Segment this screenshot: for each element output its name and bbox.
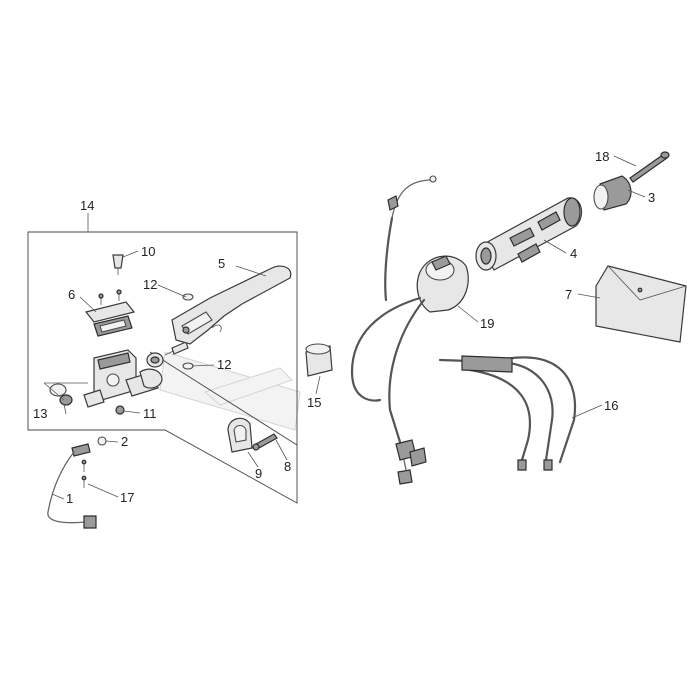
throttle-cable <box>384 175 437 302</box>
callout-2: 2 <box>121 434 128 449</box>
banjo-fitting <box>49 383 73 406</box>
throttle-grip <box>475 197 583 271</box>
handlebar-clamp <box>227 417 253 453</box>
callout-4: 4 <box>570 246 577 261</box>
brake-lever <box>171 265 292 345</box>
switch-wiring <box>388 298 427 485</box>
handlebar-shadow <box>204 367 293 406</box>
reservoir-cap <box>84 301 136 337</box>
callout-16: 16 <box>604 398 618 413</box>
brake-switch <box>71 436 107 488</box>
callout-11: 11 <box>143 406 157 421</box>
callout-15: 15 <box>307 395 321 410</box>
callout-13: 13 <box>33 406 47 421</box>
reservoir-bolt <box>112 254 124 275</box>
bar-end-bolt <box>629 151 670 183</box>
callout-18: 18 <box>595 149 609 164</box>
bar-end-weight <box>593 175 632 211</box>
grip-bushing <box>305 343 333 377</box>
callout-14: 14 <box>80 198 94 213</box>
clamp-bolt <box>252 433 278 451</box>
callout-7: 7 <box>565 287 572 302</box>
frame-inner-line <box>149 351 298 446</box>
callout-3: 3 <box>648 190 655 205</box>
callout-17: 17 <box>120 490 134 505</box>
callout-1: 1 <box>66 491 73 506</box>
callout-12-bottom: 12 <box>217 357 231 372</box>
callout-10: 10 <box>141 244 155 259</box>
piston-boot <box>146 341 189 368</box>
throttle-housing <box>416 255 469 313</box>
brake-switch-wire <box>47 451 97 529</box>
leader-lines <box>43 155 646 500</box>
lever-clip <box>211 324 222 333</box>
callout-9: 9 <box>255 466 262 481</box>
cap-screws <box>98 289 122 305</box>
mounting-nut <box>115 405 125 415</box>
throttle-cables <box>350 296 577 471</box>
callout-6: 6 <box>68 287 75 302</box>
master-cylinder-clamp <box>139 368 163 389</box>
callout-12-top: 12 <box>143 277 157 292</box>
master-cylinder-group-frame <box>27 231 298 504</box>
callout-19: 19 <box>480 316 494 331</box>
protective-cover <box>595 265 687 343</box>
callout-8: 8 <box>284 459 291 474</box>
callout-5: 5 <box>218 256 225 271</box>
